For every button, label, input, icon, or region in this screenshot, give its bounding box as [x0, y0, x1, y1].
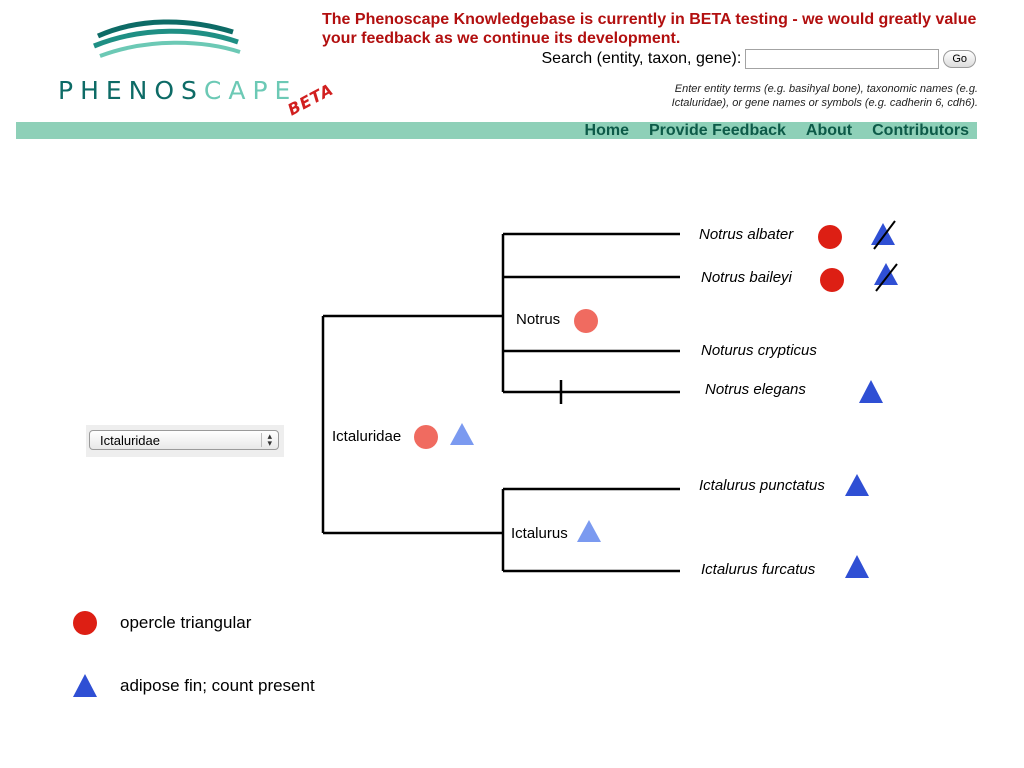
logo-wordmark: PHENOSCAPE	[58, 76, 297, 105]
baileyi-adipose-marker	[874, 263, 898, 285]
search-go-button[interactable]: Go	[943, 50, 976, 68]
legend-item-adipose: adipose fin; count present	[72, 673, 315, 699]
nav-home[interactable]: Home	[584, 122, 629, 139]
elegans-adipose-marker	[859, 380, 883, 403]
node-label-notrus[interactable]: Notrus	[516, 311, 561, 328]
leaf-notrus-baileyi[interactable]: Notrus baileyi	[701, 269, 792, 286]
taxon-select-value: Ictaluridae	[100, 433, 160, 448]
legend-label-opercle: opercle triangular	[120, 613, 252, 632]
albater-adipose-marker	[871, 223, 895, 245]
baileyi-opercle-marker	[820, 268, 844, 292]
logo-text-dark: PHENOS	[58, 76, 204, 105]
nav-bar: Home Provide Feedback About Contributors	[16, 122, 977, 139]
nav-about[interactable]: About	[805, 122, 853, 139]
furcatus-adipose-marker	[845, 555, 869, 578]
nav-provide-feedback[interactable]: Provide Feedback	[648, 122, 786, 139]
leaf-notrus-elegans[interactable]: Notrus elegans	[705, 381, 806, 398]
node-label-ictaluridae[interactable]: Ictaluridae	[332, 428, 402, 445]
leaf-ictalurus-furcatus[interactable]: Ictalurus furcatus	[701, 561, 816, 578]
ictalurus-adipose-marker	[577, 520, 601, 542]
ictaluridae-adipose-marker	[450, 423, 474, 445]
taxon-select[interactable]: Ictaluridae ▴▾	[89, 430, 279, 450]
logo-waves-icon	[93, 19, 241, 58]
search-bar: Search (entity, taxon, gene): Go	[541, 49, 976, 69]
beta-notice: The Phenoscape Knowledgebase is currentl…	[322, 11, 977, 47]
search-input[interactable]	[745, 49, 940, 69]
ictaluridae-opercle-marker	[414, 425, 438, 449]
node-label-ictalurus[interactable]: Ictalurus	[511, 525, 568, 542]
search-hint: Enter entity terms (e.g. basihyal bone),…	[671, 83, 978, 109]
baileyi-adipose-loss-slash	[875, 263, 898, 292]
leaf-noturus-crypticus[interactable]: Noturus crypticus	[701, 342, 817, 359]
leaf-notrus-albater[interactable]: Notrus albater	[699, 226, 794, 243]
tree-branches	[321, 232, 680, 573]
legend-item-opercle: opercle triangular	[72, 610, 251, 636]
blue-triangle-icon	[73, 674, 97, 697]
punctatus-adipose-marker	[845, 474, 869, 496]
nav-contributors[interactable]: Contributors	[872, 122, 969, 139]
albater-opercle-marker	[818, 225, 842, 249]
red-circle-icon	[73, 611, 97, 635]
albater-adipose-loss-slash	[873, 220, 896, 250]
leaf-ictalurus-punctatus[interactable]: Ictalurus punctatus	[699, 477, 825, 494]
logo-text-light: CAPE	[203, 76, 298, 105]
notrus-opercle-marker	[574, 309, 598, 333]
phenoscape-logo[interactable]: PHENOSCAPE BETA	[28, 14, 337, 119]
search-label: Search (entity, taxon, gene):	[541, 50, 742, 67]
select-arrows-icon: ▴▾	[261, 432, 272, 448]
legend-label-adipose: adipose fin; count present	[120, 676, 315, 695]
taxon-select-container: Ictaluridae ▴▾	[86, 425, 284, 457]
